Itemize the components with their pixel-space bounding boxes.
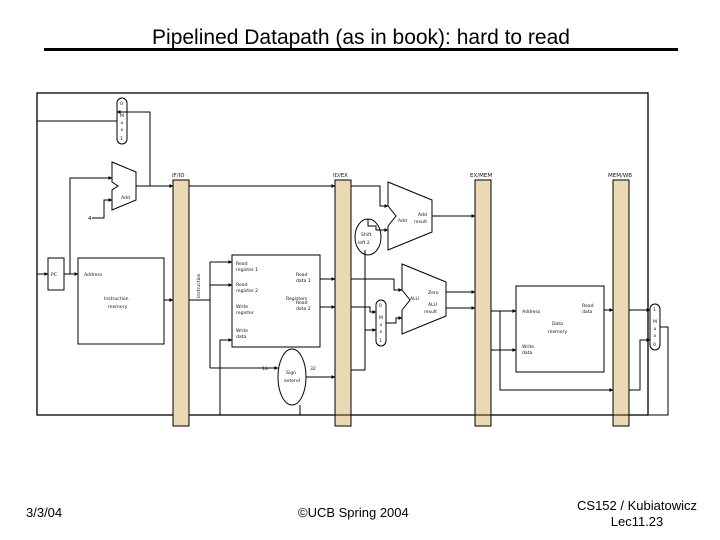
footer-copyright: ©UCB Spring 2004	[298, 505, 409, 520]
footer-course: CS152 / Kubiatowicz	[577, 498, 697, 513]
svg-text:x: x	[121, 128, 124, 133]
svg-text:M: M	[653, 319, 657, 325]
svg-text:0: 0	[653, 342, 656, 348]
data-memory: Address Read data Data memory Write data	[515, 285, 605, 373]
svg-text:Write: Write	[236, 304, 248, 310]
shift-left-2-unit: Shift left 2	[354, 218, 382, 256]
alu-src-mux: 0 M u x 1	[375, 299, 387, 347]
svg-text:ALU: ALU	[428, 302, 437, 308]
sign-extend-unit: Sign extend	[277, 348, 307, 406]
svg-text:Shift: Shift	[361, 232, 372, 238]
svg-text:u: u	[654, 327, 657, 332]
svg-text:data: data	[522, 350, 533, 356]
bits-32-label: 32	[310, 366, 316, 372]
svg-text:register 1: register 1	[236, 267, 258, 273]
footer-lecture: Lec11.23	[610, 514, 664, 529]
pc-register: PC	[47, 257, 65, 291]
svg-text:data: data	[236, 334, 247, 340]
svg-text:u: u	[121, 121, 124, 126]
svg-text:Data: Data	[552, 321, 563, 327]
svg-text:Add: Add	[418, 212, 427, 218]
svg-text:data 2: data 2	[296, 306, 311, 312]
svg-text:data 1: data 1	[296, 278, 311, 284]
svg-text:Read: Read	[296, 300, 308, 306]
pipeline-register-ex-mem: EX/MEM	[470, 173, 492, 427]
pipeline-register-id-ex: ID/EX	[333, 173, 352, 427]
svg-text:Registers: Registers	[286, 296, 308, 302]
footer-course-info: CS152 / Kubiatowicz Lec11.23	[562, 498, 712, 530]
svg-text:EX/MEM: EX/MEM	[470, 173, 492, 179]
svg-text:Instruction: Instruction	[104, 296, 129, 302]
alu: ALU Zero ALU result	[401, 263, 447, 335]
pc-source-mux: 0 M u x 1	[116, 97, 128, 145]
svg-text:Address: Address	[522, 309, 541, 315]
constant-4: 4	[88, 216, 92, 222]
svg-text:Read: Read	[236, 282, 248, 288]
svg-text:Address: Address	[84, 272, 103, 278]
title-underline	[44, 48, 678, 51]
pipeline-register-mem-wb: MEM/WB	[608, 173, 632, 427]
slide-title: Pipelined Datapath (as in book): hard to…	[152, 26, 570, 49]
svg-text:Sign: Sign	[286, 370, 296, 376]
svg-text:ID/EX: ID/EX	[333, 173, 348, 179]
svg-text:result: result	[414, 219, 427, 225]
svg-text:register: register	[236, 310, 254, 316]
svg-text:PC: PC	[51, 272, 57, 278]
branch-adder: Add Add result	[387, 181, 433, 251]
svg-text:Read: Read	[296, 272, 308, 278]
svg-text:IF/ID: IF/ID	[172, 173, 185, 179]
svg-text:result: result	[424, 309, 437, 315]
svg-text:MEM/WB: MEM/WB	[608, 173, 632, 179]
svg-text:1: 1	[120, 136, 123, 142]
svg-text:1: 1	[379, 338, 382, 344]
pc-adder: Add	[111, 161, 137, 211]
svg-text:left 2: left 2	[358, 240, 370, 246]
svg-text:Zero: Zero	[428, 290, 439, 296]
svg-text:Write: Write	[236, 328, 248, 334]
svg-text:Write: Write	[522, 344, 534, 350]
svg-text:M: M	[120, 113, 124, 119]
pipeline-register-if-id: IF/ID	[172, 173, 190, 427]
svg-text:M: M	[379, 315, 383, 321]
instruction-memory: Address Instruction memory	[77, 257, 165, 345]
bits-16-label: 16	[262, 366, 268, 372]
svg-text:register 2: register 2	[236, 288, 258, 294]
svg-text:Add: Add	[121, 195, 130, 201]
svg-text:1: 1	[653, 307, 656, 313]
svg-text:memory: memory	[108, 304, 127, 310]
svg-text:x: x	[380, 330, 383, 335]
svg-text:ALU: ALU	[410, 296, 419, 302]
svg-text:extend: extend	[284, 378, 300, 384]
instruction-label-vertical: Instruction	[196, 273, 202, 298]
svg-text:memory: memory	[548, 329, 567, 335]
register-file: Read register 1 Read register 2 Register…	[231, 254, 321, 348]
datapath-wires	[36, 110, 669, 416]
footer-date: 3/3/04	[26, 505, 63, 520]
svg-text:Read: Read	[236, 261, 248, 267]
svg-text:Add: Add	[398, 218, 407, 224]
svg-text:0: 0	[120, 101, 123, 107]
svg-text:data: data	[582, 309, 593, 315]
svg-text:x: x	[654, 334, 657, 339]
mem-to-reg-mux: 1 M u x 0	[649, 303, 661, 351]
svg-text:Read: Read	[582, 303, 594, 309]
svg-text:u: u	[380, 323, 383, 328]
svg-text:0: 0	[379, 303, 382, 309]
